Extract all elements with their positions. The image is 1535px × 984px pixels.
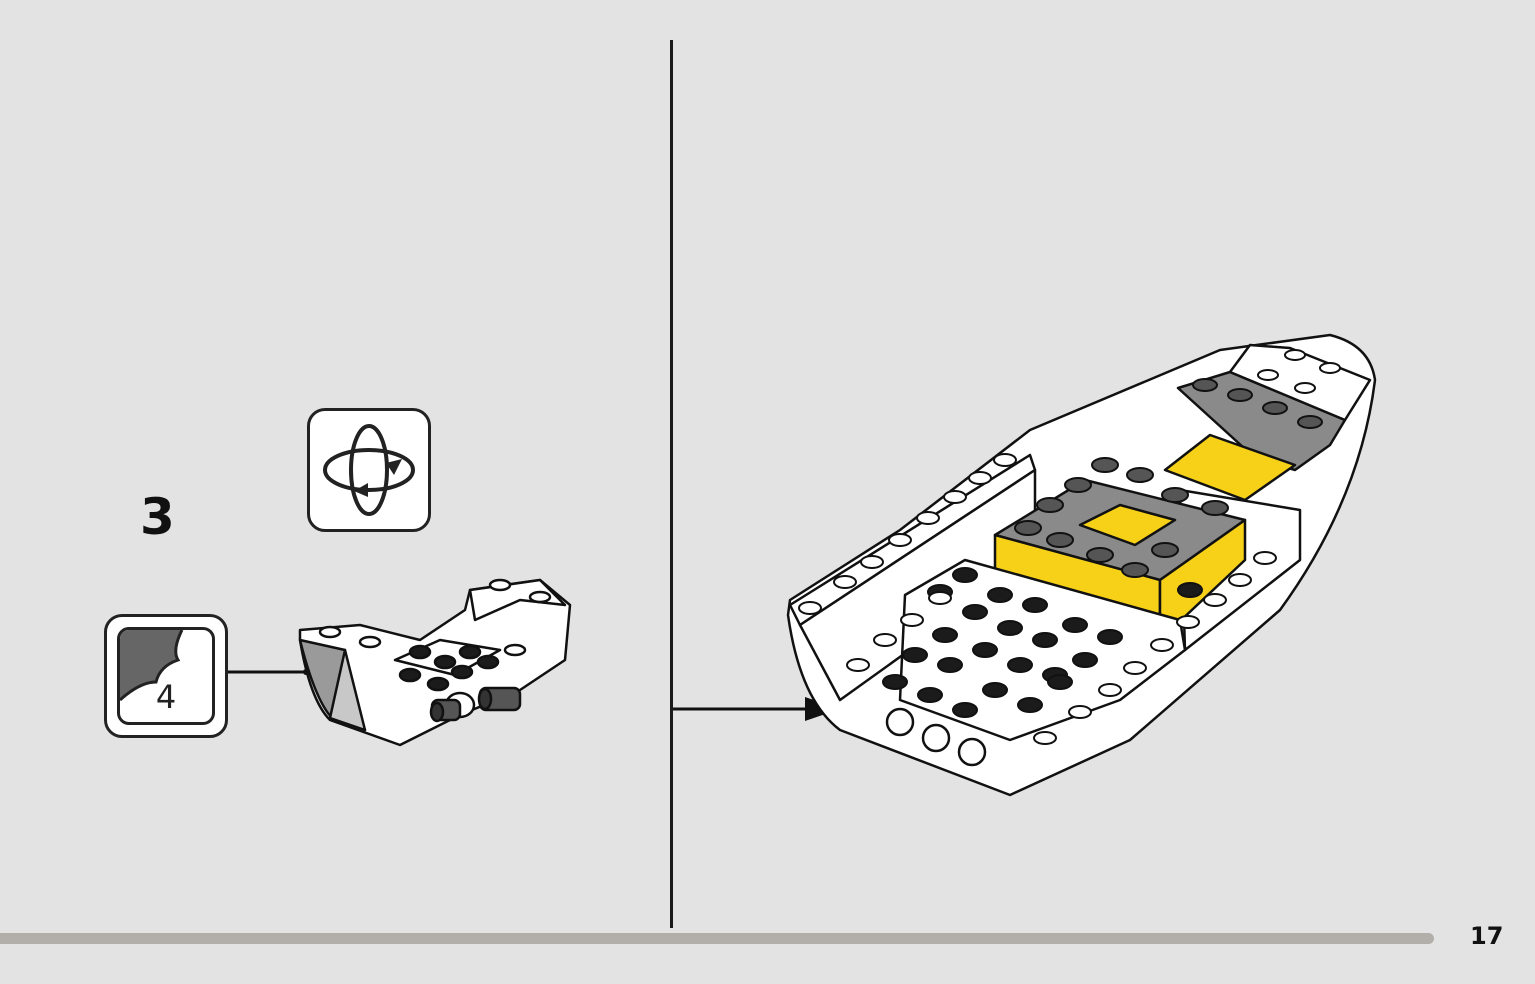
sticker-number: 4	[155, 678, 177, 716]
small-assembly	[298, 578, 572, 747]
sticker-callout: 4	[104, 614, 228, 738]
rotate-model-icon	[307, 408, 431, 532]
panel-divider	[670, 40, 673, 928]
rotate-arrows-icon	[323, 424, 415, 516]
page-progress-bar	[0, 933, 1434, 944]
main-assembly-studs	[798, 349, 1341, 745]
step-number: 3	[140, 488, 175, 546]
page-number: 17	[1470, 922, 1504, 950]
sticker-icon	[120, 630, 184, 702]
sticker-frame: 4	[117, 627, 215, 725]
